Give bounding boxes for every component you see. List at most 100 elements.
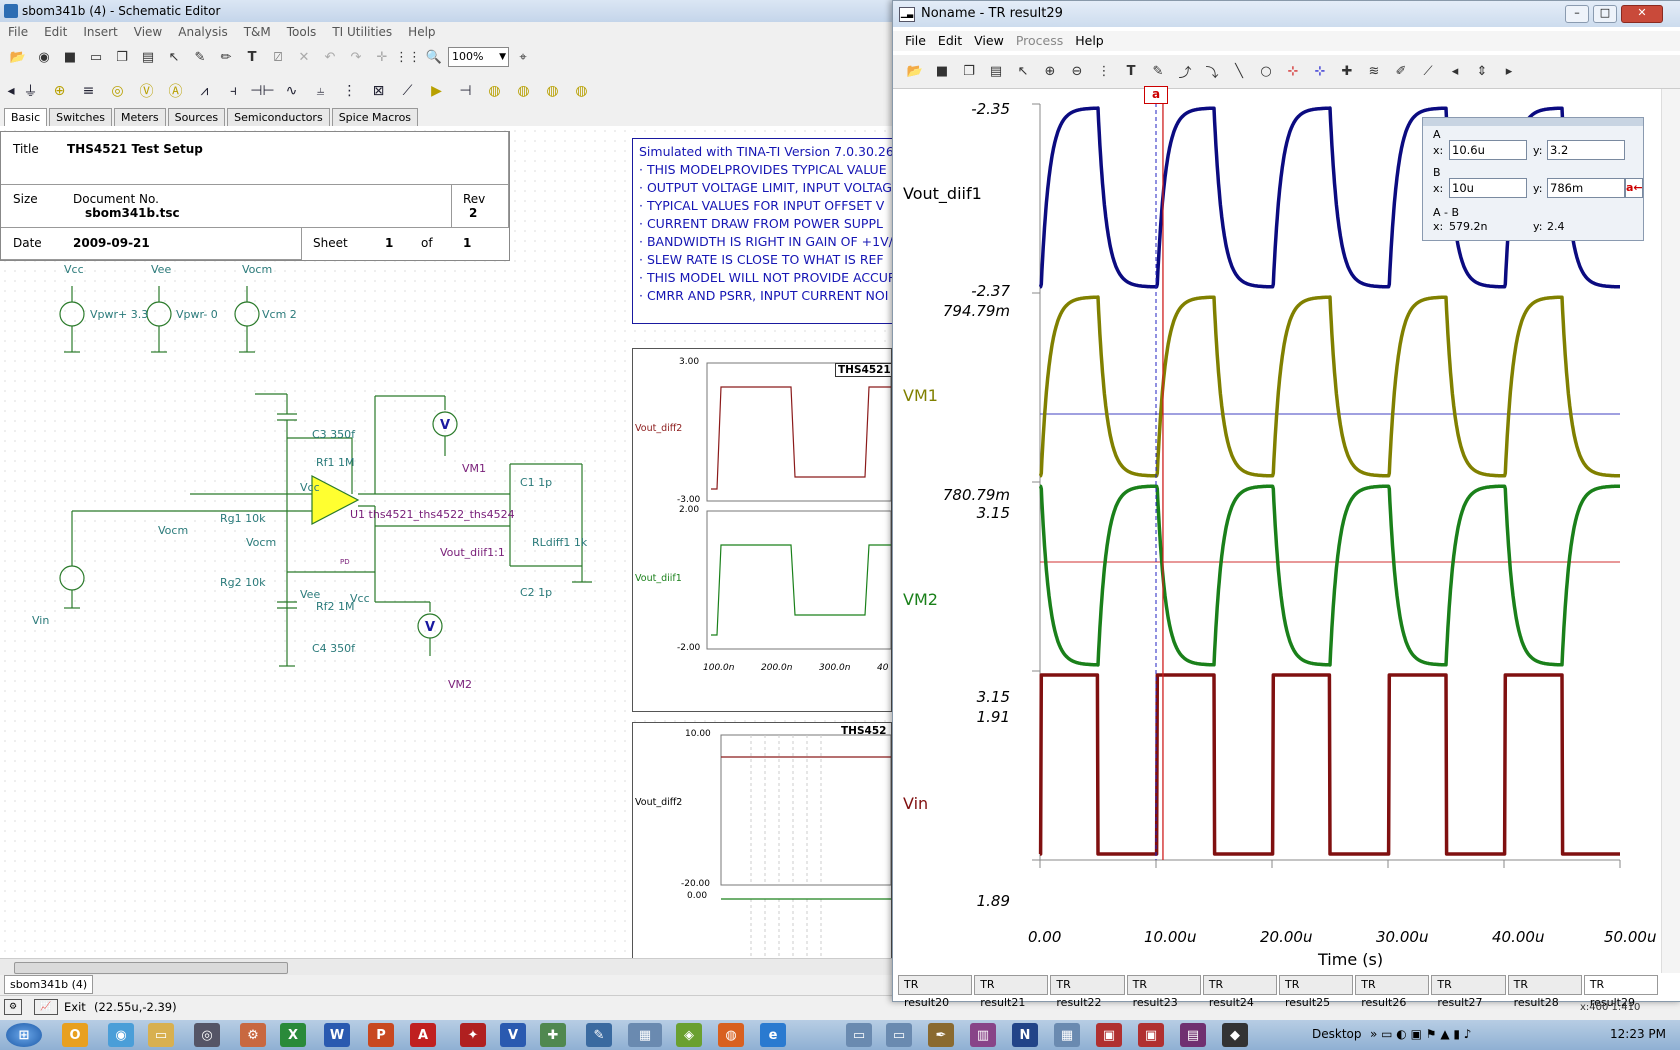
- menu-tools[interactable]: Tools: [286, 25, 317, 39]
- gear-icon[interactable]: ⚙: [4, 999, 22, 1015]
- cursor-box-header[interactable]: [1423, 118, 1643, 126]
- app-icon-active[interactable]: ▦: [628, 1023, 662, 1047]
- arrow-left-icon[interactable]: a←: [1625, 178, 1643, 198]
- menu-ti-utilities[interactable]: TI Utilities: [332, 25, 393, 39]
- ammeter-icon[interactable]: Ⓐ: [168, 84, 183, 100]
- paste-icon[interactable]: ▤: [989, 64, 1003, 79]
- app-icon-red2[interactable]: ▣: [1138, 1023, 1164, 1047]
- text-icon[interactable]: T: [1126, 64, 1136, 79]
- copy-icon[interactable]: ❐: [116, 49, 128, 65]
- tray-icons[interactable]: » ▭ ◐ ▣ ⚑ ▲ ▮ ♪: [1370, 1027, 1472, 1041]
- text-icon[interactable]: T: [247, 49, 257, 65]
- app-icon-dark[interactable]: ◆: [1222, 1023, 1248, 1047]
- add-curve-icon[interactable]: ✚: [1341, 64, 1353, 79]
- zoom-select[interactable]: 100% ▼: [448, 47, 509, 67]
- line-icon[interactable]: ╲: [1235, 64, 1243, 79]
- multi-battery-icon[interactable]: ≡: [82, 83, 95, 99]
- ground-icon[interactable]: ⏚: [23, 84, 38, 100]
- probe-icon[interactable]: ⌖: [519, 49, 527, 65]
- circle-icon[interactable]: ○: [1260, 64, 1272, 79]
- tab-tr-result24[interactable]: TR result24: [1202, 975, 1278, 1009]
- menu-file[interactable]: File: [8, 25, 29, 39]
- arrow-left-icon[interactable]: ◂: [1451, 64, 1459, 79]
- delete-icon[interactable]: ✕: [298, 49, 310, 65]
- web-icon[interactable]: ◉: [38, 49, 50, 65]
- tab-meters[interactable]: Meters: [114, 108, 166, 127]
- sheet-tab[interactable]: sbom341b (4): [4, 975, 94, 994]
- scroll-left-icon[interactable]: ◂: [7, 83, 15, 99]
- ic-source2-icon[interactable]: ◍: [517, 83, 530, 99]
- tab-tr-result23[interactable]: TR result23: [1126, 975, 1201, 1009]
- crystal-icon[interactable]: ⊠: [372, 83, 385, 99]
- voltmeter-icon[interactable]: Ⓥ: [139, 84, 154, 100]
- menu-edit[interactable]: Edit: [44, 25, 68, 39]
- cursor-b-y-field[interactable]: 786m: [1547, 178, 1625, 198]
- menu-tm[interactable]: T&M: [243, 25, 271, 39]
- resistor-icon[interactable]: ⩘: [200, 83, 209, 99]
- menu-view[interactable]: View: [133, 25, 163, 39]
- wave-icon[interactable]: ≋: [1368, 64, 1380, 79]
- tab-spice-macros[interactable]: Spice Macros: [331, 108, 419, 127]
- ie-icon[interactable]: e: [760, 1023, 786, 1047]
- start-button[interactable]: ⊞: [6, 1023, 42, 1047]
- grid-icon[interactable]: ⋮⋮: [395, 49, 421, 65]
- zoom-in-icon[interactable]: ⊕: [1044, 64, 1056, 79]
- tab-tr-result29[interactable]: TR result29: [1583, 975, 1659, 1009]
- app-icon-red[interactable]: ▣: [1096, 1023, 1122, 1047]
- arrow-right-icon[interactable]: ▸: [1505, 64, 1513, 79]
- open-icon[interactable]: 📂: [9, 49, 27, 65]
- label-icon[interactable]: ⍁: [274, 49, 282, 65]
- app-icon-draw[interactable]: ✎: [586, 1023, 612, 1047]
- app-icon-ti[interactable]: ✦: [460, 1023, 486, 1047]
- tr-vertical-scrollbar[interactable]: [1661, 89, 1680, 973]
- pdf-icon[interactable]: A: [410, 1023, 436, 1047]
- app-icon-window[interactable]: ▭: [846, 1023, 872, 1047]
- tab-tr-result20[interactable]: TR result20: [898, 975, 973, 1009]
- tab-tr-result21[interactable]: TR result21: [974, 975, 1049, 1009]
- tab-sources[interactable]: Sources: [167, 108, 226, 127]
- voltage-source-icon[interactable]: ◎: [111, 83, 124, 99]
- cursor-readout-box[interactable]: A x: 10.6u y: 3.2 B x: 10u y: 786m a← A …: [1422, 117, 1644, 241]
- minimize-button[interactable]: –: [1565, 5, 1589, 23]
- firefox-icon[interactable]: ◍: [718, 1023, 744, 1047]
- pointer-icon[interactable]: ↖: [168, 49, 180, 65]
- tab-basic[interactable]: Basic: [4, 108, 48, 127]
- app-icon-v[interactable]: V: [500, 1023, 526, 1047]
- tab-switches[interactable]: Switches: [49, 108, 112, 127]
- tab-tr-result25[interactable]: TR result25: [1279, 975, 1354, 1009]
- pen-icon[interactable]: ✎: [1152, 64, 1164, 79]
- open-folder-icon[interactable]: ▭: [89, 49, 103, 65]
- close-button[interactable]: ✕: [1621, 5, 1663, 23]
- battery-icon[interactable]: ⊕: [53, 83, 66, 99]
- app-icon-green[interactable]: ◈: [676, 1023, 702, 1047]
- tab-tr-result27[interactable]: TR result27: [1431, 975, 1506, 1009]
- tr-menu-view[interactable]: View: [974, 33, 1004, 48]
- tr-menu-help[interactable]: Help: [1075, 33, 1104, 48]
- capacitor-icon[interactable]: ⊣⊢: [250, 83, 275, 99]
- app-icon-settings[interactable]: ⚙: [240, 1023, 266, 1047]
- redo-icon[interactable]: ↷: [350, 49, 362, 65]
- maximize-button[interactable]: □: [1593, 5, 1617, 23]
- opamp-icon[interactable]: ▶: [431, 83, 442, 99]
- menu-help[interactable]: Help: [408, 25, 436, 39]
- wire-icon[interactable]: ✎: [194, 49, 206, 65]
- graph-icon[interactable]: 📈: [34, 999, 58, 1015]
- app-icon-window2[interactable]: ▭: [886, 1023, 912, 1047]
- scrollbar-thumb[interactable]: [14, 962, 288, 974]
- chrome-icon[interactable]: ◉: [108, 1023, 134, 1047]
- paste-icon[interactable]: ▤: [141, 49, 155, 65]
- zoom-out-icon[interactable]: ⊖: [1071, 64, 1083, 79]
- copy-icon[interactable]: ❐: [963, 64, 975, 79]
- app-icon-office[interactable]: O: [62, 1023, 88, 1047]
- cursor-a-marker[interactable]: a: [1144, 86, 1168, 104]
- cursor-a-y-field[interactable]: 3.2: [1547, 140, 1625, 160]
- exit-button[interactable]: Exit: [64, 1000, 86, 1014]
- menu-insert[interactable]: Insert: [83, 25, 118, 39]
- is-source-icon[interactable]: ◍: [546, 83, 559, 99]
- menu-analysis[interactable]: Analysis: [178, 25, 228, 39]
- schematic-canvas[interactable]: Title THS4521 Test Setup Size Document N…: [0, 126, 892, 958]
- connector-icon[interactable]: ⊣: [459, 83, 472, 99]
- tr-menu-edit[interactable]: Edit: [937, 33, 963, 48]
- eyedropper-icon[interactable]: ✐: [1395, 64, 1407, 79]
- app-icon-grid[interactable]: ▦: [1054, 1023, 1080, 1047]
